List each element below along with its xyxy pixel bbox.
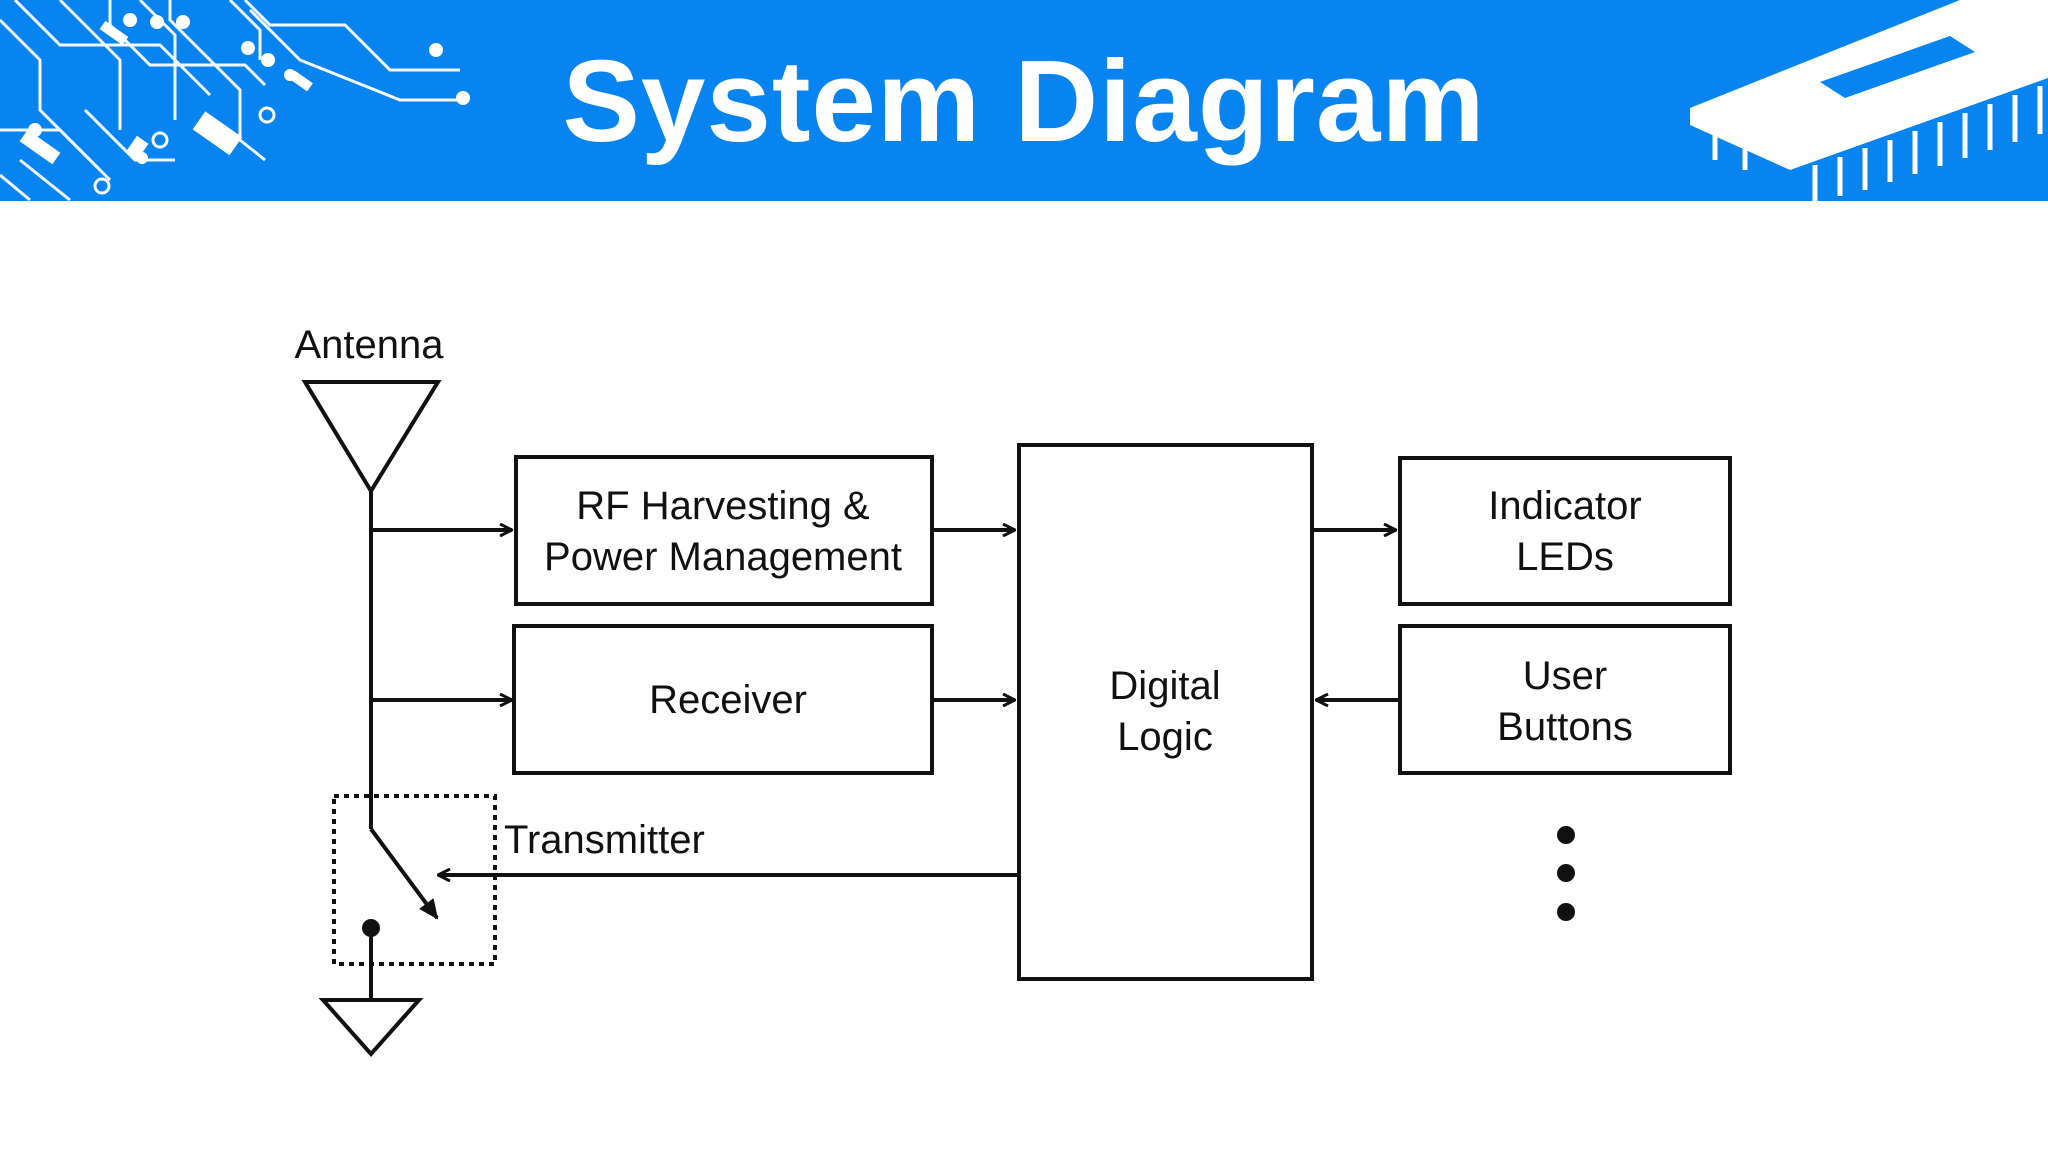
transmitter-label: Transmitter	[504, 818, 705, 862]
rf-label-line2: Power Management	[544, 535, 902, 579]
ellipsis-dot	[1557, 903, 1575, 921]
user-buttons-block	[1398, 624, 1732, 775]
digital-logic-line2: Logic	[1117, 715, 1213, 759]
circuit-decoration-icon	[0, 0, 2048, 201]
ellipsis-dot	[1557, 826, 1575, 844]
digital-logic-line1: Digital	[1109, 664, 1220, 708]
buttons-label-line1: User	[1523, 654, 1607, 698]
antenna-icon	[301, 380, 442, 495]
page-title: System Diagram	[562, 35, 1486, 166]
leds-label-line1: Indicator	[1488, 484, 1641, 528]
transmitter-switch-box	[332, 794, 497, 966]
buttons-label-line2: Buttons	[1497, 705, 1633, 749]
indicator-leds-block	[1398, 456, 1732, 606]
leds-label-line2: LEDs	[1516, 535, 1614, 579]
title-banner: System Diagram	[0, 0, 2048, 201]
digital-logic-block	[1017, 443, 1314, 981]
switch-pivot-dot	[362, 919, 380, 937]
ellipsis-dot	[1557, 864, 1575, 882]
receiver-label: Receiver	[649, 678, 807, 722]
ground-icon	[318, 998, 424, 1058]
system-diagram: Antenna RF Harvesting & Power Management…	[294, 323, 1732, 1058]
rf-label-line1: RF Harvesting &	[576, 484, 870, 528]
switch-lever	[369, 827, 439, 920]
rf-harvesting-block	[514, 455, 934, 606]
antenna-label: Antenna	[294, 323, 444, 367]
